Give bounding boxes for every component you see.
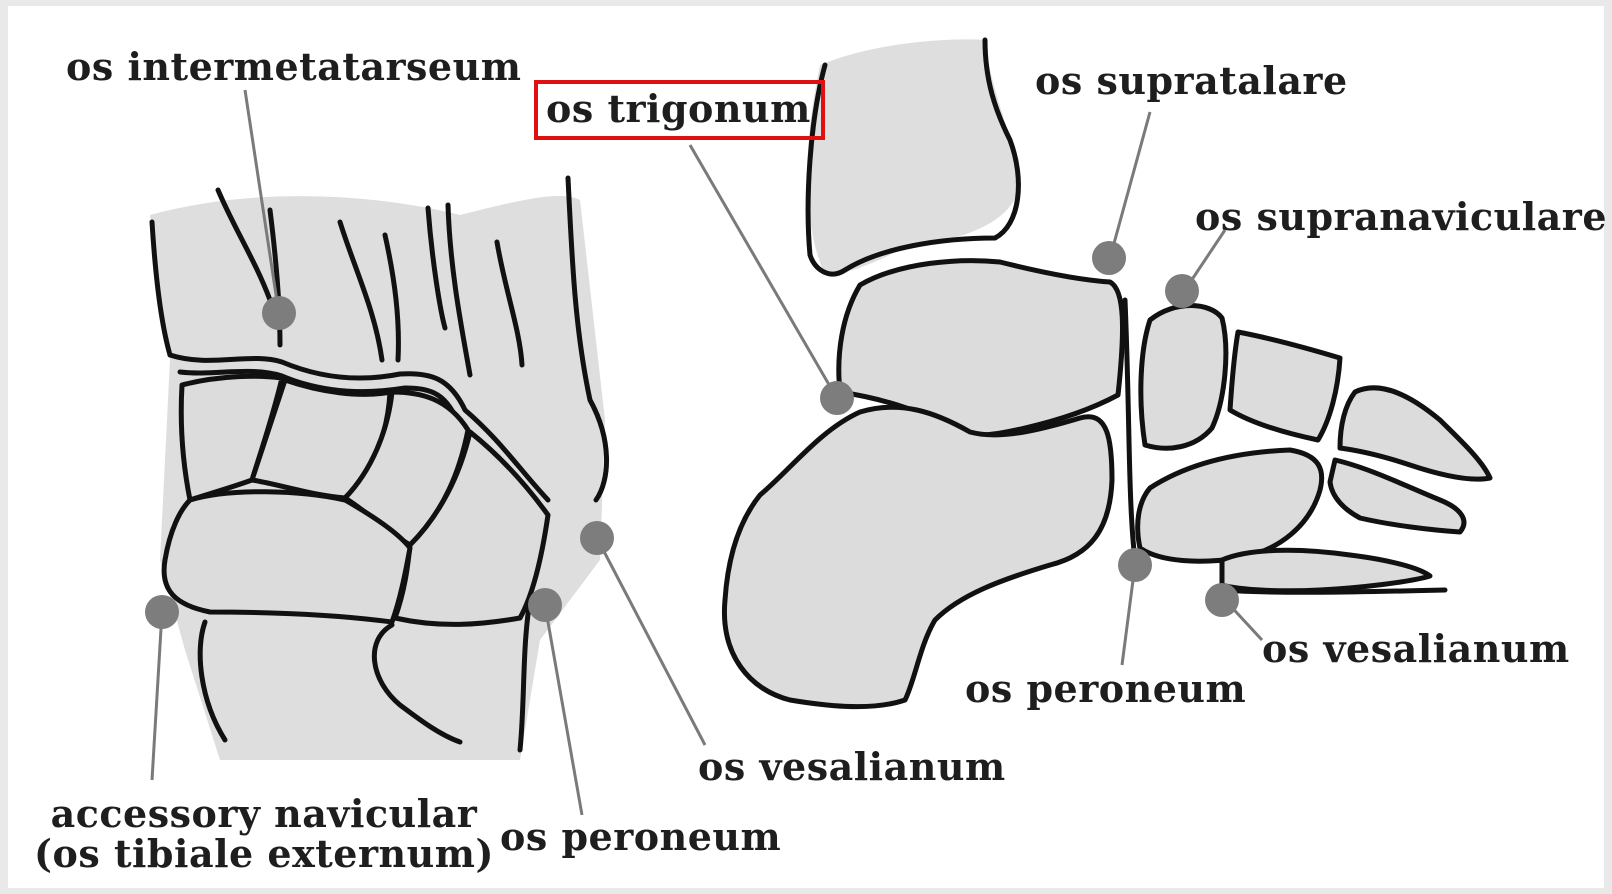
label-os-supranaviculare: os supranaviculare — [1195, 198, 1607, 236]
marker-os-trigonum — [820, 381, 854, 415]
dorsal-foot-view — [150, 178, 607, 760]
metatarsal-5-base — [1222, 550, 1430, 591]
metatarsal-1-lateral — [1340, 388, 1490, 479]
calcaneus — [724, 407, 1112, 706]
navicular-cuboid-line — [1125, 300, 1135, 560]
navicular-lateral — [1141, 306, 1226, 449]
cuneiform-lateral-view — [1230, 332, 1340, 440]
marker-os-supranaviculare — [1165, 274, 1199, 308]
marker-os-vesalianum-lateral — [1205, 583, 1239, 617]
marker-os-peroneum-lateral — [1118, 548, 1152, 582]
marker-accessory-navicular — [145, 595, 179, 629]
label-os-vesalianum-dorsal: os vesalianum — [698, 748, 1006, 786]
cuboid-lateral — [1138, 450, 1322, 561]
marker-os-vesalianum-dorsal — [580, 521, 614, 555]
label-os-peroneum-lateral: os peroneum — [965, 670, 1246, 708]
label-os-trigonum-highlighted: os trigonum — [534, 80, 825, 140]
metatarsal-shaft — [1222, 590, 1445, 592]
label-os-supratalare: os supratalare — [1035, 62, 1348, 100]
marker-os-supratalare — [1092, 241, 1126, 275]
lateral-foot-view — [724, 39, 1490, 706]
label-accessory-navicular: accessory navicular (os tibiale externum… — [34, 794, 494, 874]
label-os-peroneum-dorsal: os peroneum — [500, 818, 781, 856]
label-os-intermetatarseum: os intermetatarseum — [66, 48, 521, 86]
leader-os-vesalianum-dorsal — [598, 540, 705, 745]
label-os-vesalianum-lateral: os vesalianum — [1262, 630, 1570, 668]
leader-accessory-navicular — [152, 612, 162, 780]
marker-os-intermetatarseum — [262, 296, 296, 330]
leader-os-peroneum-dorsal — [545, 605, 582, 815]
label-accessory-navicular-line1: accessory navicular — [34, 794, 494, 834]
leader-os-supratalare — [1110, 112, 1150, 258]
marker-os-peroneum-dorsal — [528, 588, 562, 622]
label-accessory-navicular-line2: (os tibiale externum) — [34, 834, 494, 874]
